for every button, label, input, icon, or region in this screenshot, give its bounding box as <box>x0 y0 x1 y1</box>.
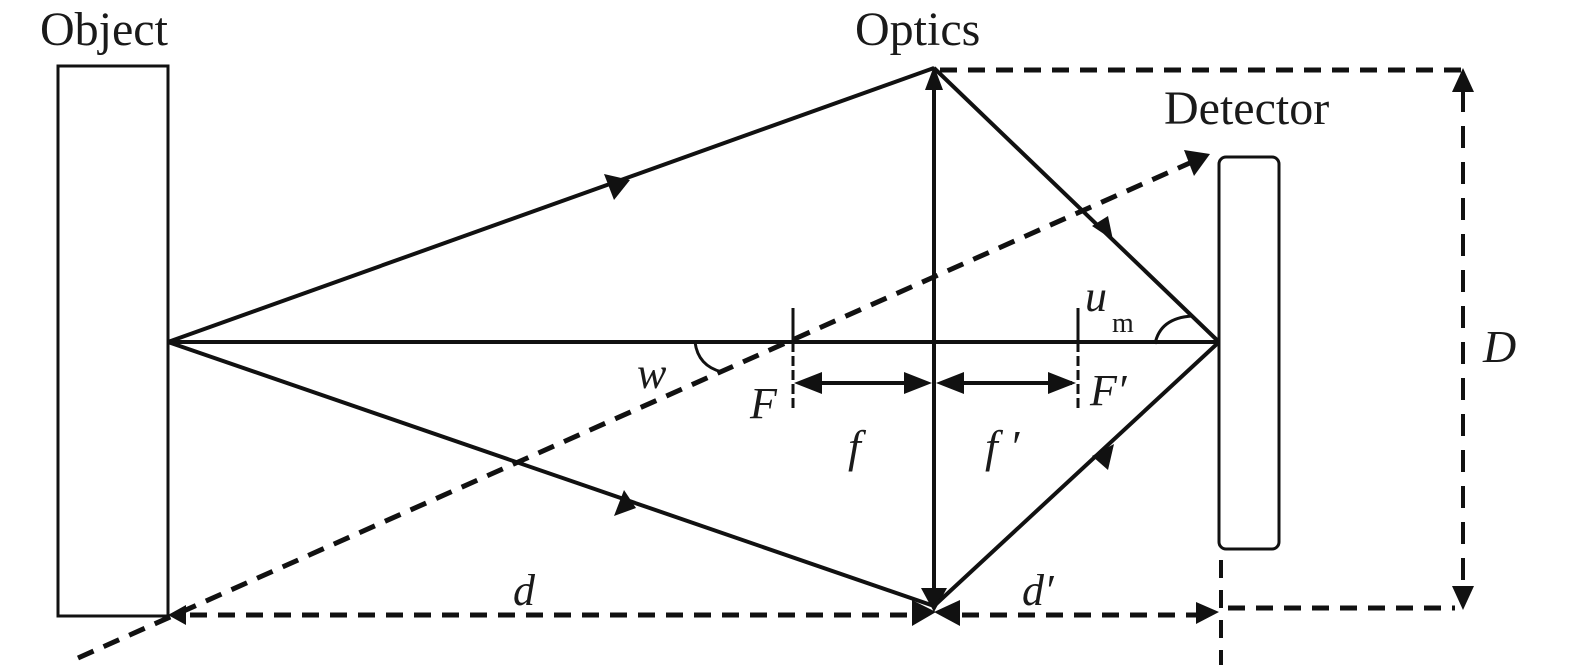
d-right-arrowhead <box>912 600 936 626</box>
chief-ray-arrowhead <box>1184 150 1210 176</box>
back-focus-label: F′ <box>1089 366 1128 415</box>
detector <box>1217 155 1281 551</box>
front-focal-length-label: f <box>848 421 867 472</box>
aperture-diameter-label: D <box>1482 321 1516 372</box>
upper-marginal-ray-image-side <box>932 66 1221 344</box>
aperture-angle-subscript: m <box>1112 308 1134 339</box>
dprime-right-arrowhead <box>1196 602 1219 624</box>
f-left-arrowhead <box>794 372 822 394</box>
lower-marginal-ray-image-side <box>932 340 1221 608</box>
fprime-right-arrowhead <box>1048 372 1076 394</box>
object-distance-label: d <box>513 566 536 615</box>
front-focus-label: F <box>749 379 778 428</box>
aperture-angle-label: u <box>1085 272 1107 321</box>
upper-image-ray-arrowhead <box>1092 216 1113 240</box>
lower-marginal-ray-object-side <box>167 340 935 608</box>
field-angle-arc <box>693 341 723 374</box>
fprime-left-arrowhead <box>936 372 964 394</box>
upper-ray-arrowhead <box>604 174 630 200</box>
chief-ray <box>76 159 1194 661</box>
d-left-arrowhead <box>168 605 186 625</box>
back-focal-length-label: f ′ <box>985 421 1020 472</box>
dprime-left-arrowhead <box>934 600 960 626</box>
detector-label: Detector <box>1164 82 1329 135</box>
field-angle-label: w <box>637 349 667 398</box>
aperture-bottom-arrowhead <box>1452 586 1474 610</box>
image-distance-label: d′ <box>1022 566 1055 615</box>
f-right-arrowhead <box>904 372 932 394</box>
lens-bottom-arrowhead <box>921 588 947 612</box>
optics-label: Optics <box>855 3 980 56</box>
lens-top-arrowhead <box>925 66 943 90</box>
object-label: Object <box>40 3 169 56</box>
aperture-angle-arc <box>1153 314 1193 345</box>
aperture-top-arrowhead <box>1452 68 1474 92</box>
lower-image-ray-arrowhead <box>1092 444 1114 470</box>
upper-marginal-ray-object-side <box>167 66 935 344</box>
lower-ray-arrowhead <box>614 490 636 516</box>
object-plane <box>56 64 170 618</box>
